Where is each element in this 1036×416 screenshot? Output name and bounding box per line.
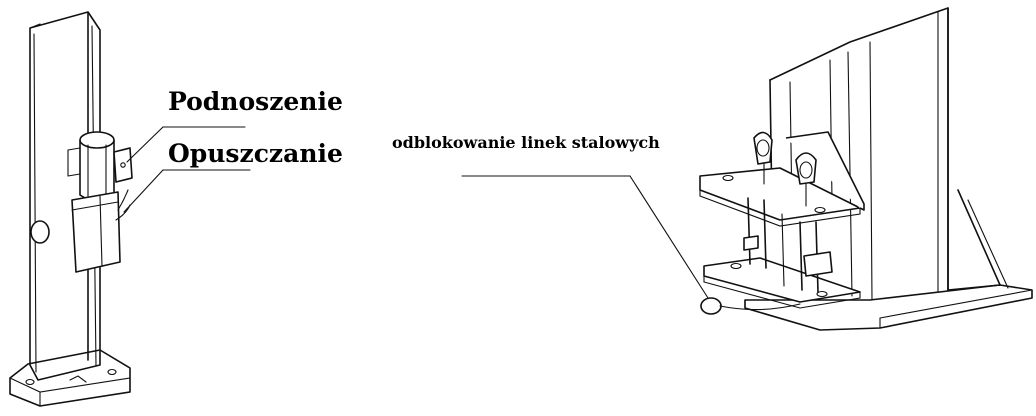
right-leader-line [461, 175, 709, 299]
hydraulic-power-unit [67, 131, 133, 273]
right-post-assembly [699, 7, 1033, 331]
left-lift-post [9, 11, 131, 407]
cable-release-label: odblokowanie linek stalowych [392, 133, 660, 152]
left-leader-lines [123, 126, 251, 213]
lower-label: Opuszczanie [168, 139, 343, 168]
lift-label: Podnoszenie [168, 87, 343, 116]
